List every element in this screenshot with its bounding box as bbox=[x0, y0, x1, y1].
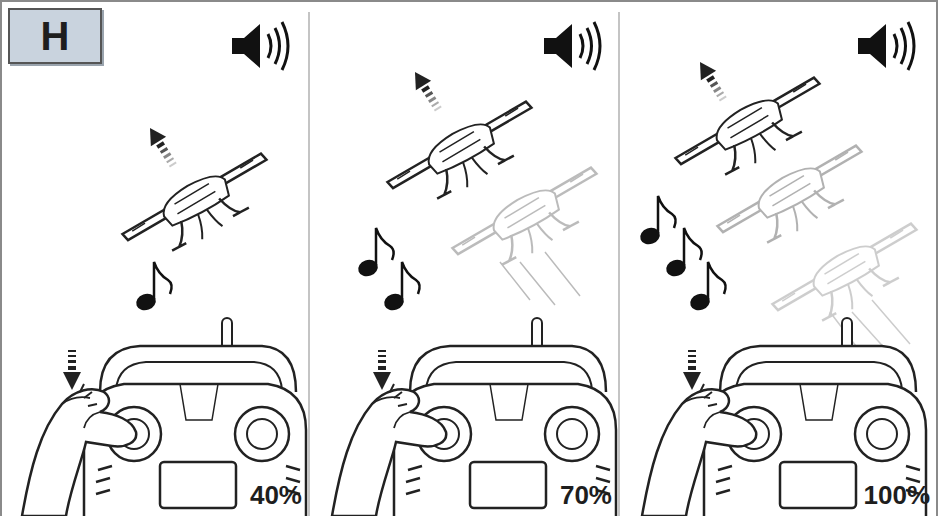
illustration-part bbox=[692, 57, 731, 104]
illustration-part bbox=[142, 123, 181, 170]
illustration-part bbox=[688, 262, 726, 313]
panel-two bbox=[332, 22, 616, 516]
illustration-part bbox=[712, 139, 880, 263]
section-letter-box: H bbox=[8, 8, 102, 64]
illustration-part bbox=[664, 228, 702, 279]
illustration-part bbox=[447, 161, 615, 285]
illustration-part bbox=[356, 228, 394, 279]
speed-percent: 100% bbox=[864, 480, 931, 511]
illustration-part bbox=[858, 22, 914, 70]
illustration-part bbox=[447, 161, 615, 285]
illustration-part bbox=[407, 67, 446, 114]
speed-percent: 70% bbox=[560, 480, 612, 511]
illustration-part bbox=[232, 22, 288, 70]
panel-one bbox=[22, 22, 306, 516]
illustration-part bbox=[332, 318, 616, 516]
panel-three bbox=[638, 22, 935, 516]
illustration-part bbox=[500, 252, 580, 305]
illustration-part bbox=[638, 196, 676, 247]
illustration-part bbox=[117, 147, 285, 271]
illustration-part bbox=[712, 139, 880, 263]
divider bbox=[308, 12, 310, 516]
section-letter: H bbox=[41, 16, 70, 56]
divider bbox=[618, 12, 620, 516]
illustration-part bbox=[134, 262, 172, 313]
illustration-part bbox=[382, 262, 420, 313]
speed-percent: 40% bbox=[250, 480, 302, 511]
illustration-part bbox=[382, 95, 550, 219]
illustration-part bbox=[22, 318, 306, 516]
illustration-part bbox=[670, 71, 838, 195]
illustration-part bbox=[544, 22, 600, 70]
